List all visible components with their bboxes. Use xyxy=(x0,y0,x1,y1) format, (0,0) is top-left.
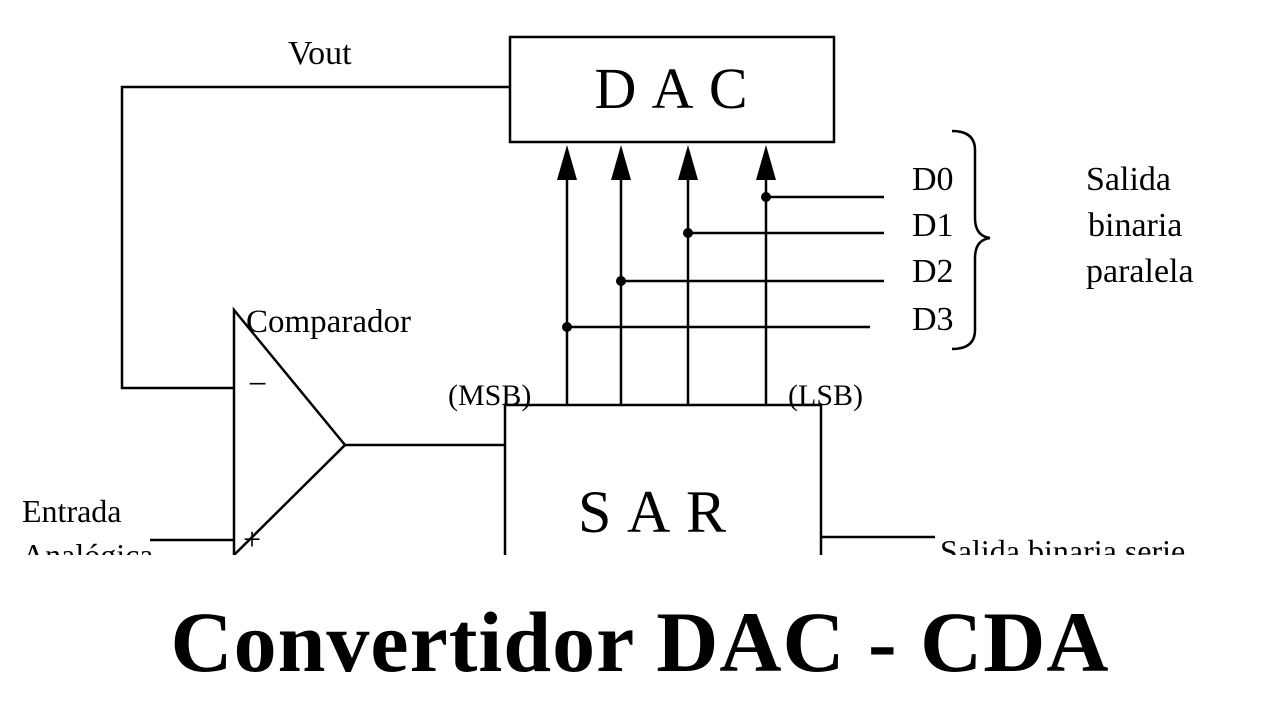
parallel-output-line-3: paralela xyxy=(1086,253,1194,290)
sar-label: S A R xyxy=(578,479,728,545)
comparator-symbol xyxy=(232,306,347,555)
comparator-label: Comparador xyxy=(246,304,411,340)
parallel-output-line-2: binaria xyxy=(1088,207,1182,244)
junction-d1 xyxy=(683,228,693,238)
comparator-plus: + xyxy=(243,521,261,555)
parallel-output-line-1: Salida xyxy=(1086,161,1171,198)
dac-label: D A C xyxy=(594,56,749,121)
analog-input-label-1: Entrada xyxy=(22,493,122,529)
banner-title: Convertidor DAC - CDA xyxy=(170,593,1110,690)
vout-label: Vout xyxy=(288,35,352,72)
bit-label-d3: D3 xyxy=(912,301,954,338)
analog-input-label-2: Analógica xyxy=(22,537,154,555)
arrow-2 xyxy=(611,145,631,180)
block-diagram: D A C Vout Comparador − + Entrada Analóg… xyxy=(22,35,1194,555)
diagram-canvas: D A C Vout Comparador − + Entrada Analóg… xyxy=(22,35,1194,555)
junction-d2 xyxy=(616,276,626,286)
arrow-msb xyxy=(557,145,577,180)
bit-label-d2: D2 xyxy=(912,253,954,290)
arrow-3 xyxy=(678,145,698,180)
dac-block xyxy=(508,35,836,144)
msb-label: (MSB) xyxy=(448,379,531,412)
bit-label-d0: D0 xyxy=(912,161,954,198)
comparator-minus: − xyxy=(248,366,267,403)
arrow-lsb xyxy=(756,145,776,180)
bit-label-d1: D1 xyxy=(912,207,954,244)
title-banner: Convertidor DAC - CDA xyxy=(0,555,1280,720)
output-brace xyxy=(951,129,991,351)
junction-d0 xyxy=(761,192,771,202)
sar-block xyxy=(503,403,823,555)
junction-d3 xyxy=(562,322,572,332)
serial-output-label: Salida binaria serie xyxy=(940,533,1185,555)
vout-feedback-wire xyxy=(120,85,510,390)
lsb-label: (LSB) xyxy=(788,379,863,412)
